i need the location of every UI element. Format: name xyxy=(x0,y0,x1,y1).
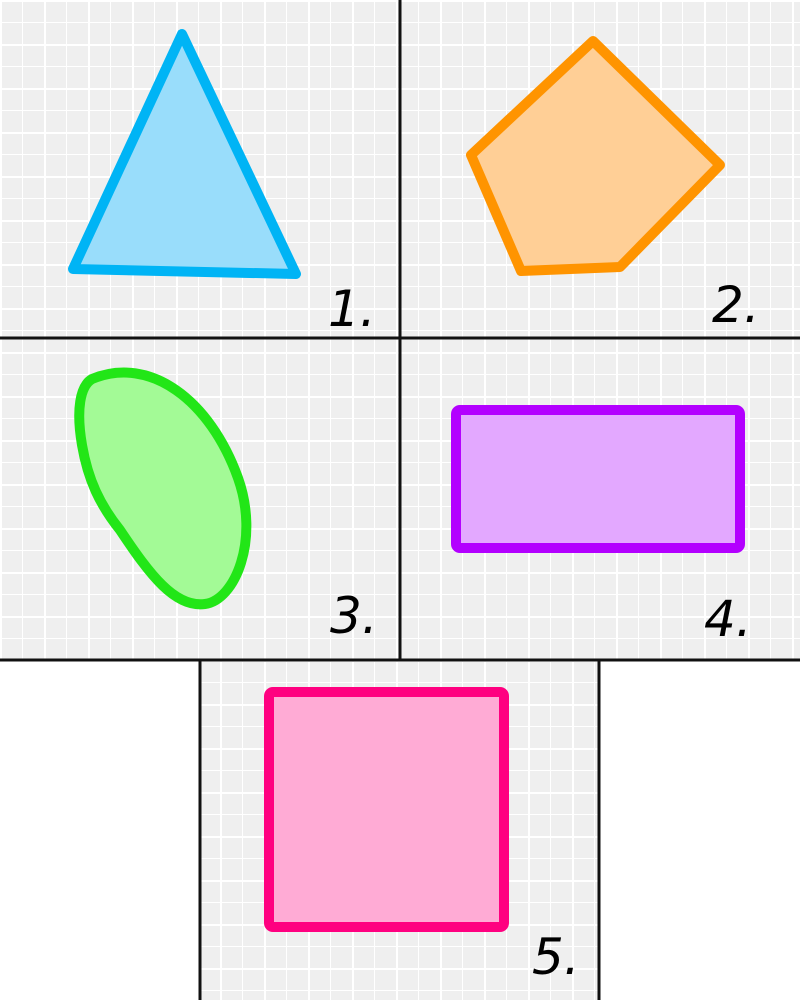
pentagon-shape xyxy=(466,36,725,276)
square-shape xyxy=(264,687,509,932)
panel-1-label: 1. xyxy=(328,280,376,338)
blob-shape xyxy=(74,367,252,610)
triangle-shape xyxy=(68,29,301,279)
panel-4-label: 4. xyxy=(704,590,752,648)
panel-2-label: 2. xyxy=(712,276,760,334)
rectangle-shape xyxy=(451,405,745,553)
panel-3-label: 3. xyxy=(330,587,378,645)
panel-5-label: 5. xyxy=(532,928,580,986)
